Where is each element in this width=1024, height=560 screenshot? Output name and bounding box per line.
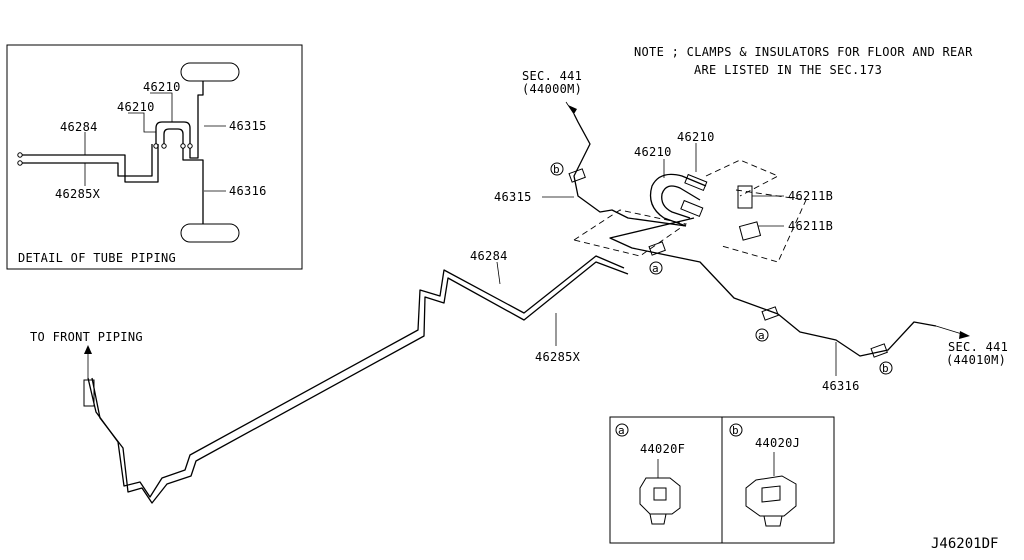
- clamp-a-left: [648, 241, 666, 256]
- bracket-46211b-bottom: [738, 221, 762, 241]
- clip-44020j-icon: [745, 475, 797, 527]
- rear-wheel-bottom: [180, 223, 240, 243]
- detail-flare-2: [161, 143, 167, 149]
- label-46315: 46315: [494, 190, 532, 204]
- parts-b-number: 44020J: [755, 436, 800, 450]
- label-46316: 46316: [822, 379, 860, 393]
- sec-441-top-label: SEC. 441: [522, 69, 582, 83]
- detail-loop-46210-inner: [163, 128, 184, 144]
- loop-46210-inner: [661, 185, 701, 219]
- detail-loop-46210-outer: [155, 121, 191, 144]
- detail-label-46315: 46315: [229, 119, 267, 133]
- detail-label-46210-mid: 46210: [117, 100, 155, 114]
- callout-a-right-text: a: [758, 329, 765, 342]
- main-tube-routing: b a a b SEC. 441 (44000M) 46210 46210 46…: [30, 69, 1008, 504]
- parts-b-marker-text: b: [732, 424, 739, 437]
- detail-tube-46285x: [22, 144, 153, 177]
- detail-label-46285x: 46285X: [55, 187, 101, 201]
- leader-detail-46210a: [150, 92, 173, 122]
- flare-nut-1: [684, 173, 708, 192]
- tube-46284-main: [87, 255, 625, 498]
- sec441-top-arrow-icon: [568, 105, 577, 114]
- callout-b-top-text: b: [553, 163, 560, 176]
- sec441-top-shaft: [565, 101, 575, 115]
- flare-nut-2: [680, 199, 704, 218]
- tube-end-left-1: [17, 152, 23, 158]
- label-46210-lower: 46210: [634, 145, 672, 159]
- dashed-region-right: [721, 189, 807, 263]
- leader-detail-46210b: [128, 112, 156, 133]
- to-front-piping-label: TO FRONT PIPING: [30, 330, 143, 344]
- label-46211b-lower: 46211B: [788, 219, 833, 233]
- detail-of-tube-piping-panel: 46210 46210 46284 46315 46285X 46316 DET…: [6, 44, 303, 270]
- detail-tube-46316: [182, 148, 204, 224]
- detail-caption: DETAIL OF TUBE PIPING: [18, 251, 176, 265]
- label-46285x: 46285X: [535, 350, 581, 364]
- parts-a-marker-text: a: [618, 424, 625, 437]
- bracket-46211b-top: [737, 185, 753, 209]
- clamp-a-right: [761, 306, 779, 321]
- callout-a-left-marker: [649, 261, 663, 275]
- dashed-region-top: [705, 159, 780, 197]
- detail-tube-46315: [189, 81, 204, 159]
- dashed-region-left: [572, 209, 688, 257]
- rear-wheel-top: [180, 62, 240, 82]
- leader-46284: [496, 261, 501, 285]
- clamp-b-top: [568, 168, 586, 183]
- tube-46285x-main: [91, 261, 629, 504]
- front-connector: [83, 379, 95, 407]
- callout-a-right-marker: [755, 328, 769, 342]
- tube-46315-main: [573, 113, 687, 227]
- clamp-parts-panel: a 44020F b 44020J: [609, 416, 835, 544]
- to-front-arrow-icon: [84, 345, 92, 354]
- loop-46210-outer: [649, 173, 707, 227]
- sec441-right-arrow-icon: [959, 331, 970, 339]
- sec-441-right-label: SEC. 441: [948, 340, 1008, 354]
- detail-label-46316: 46316: [229, 184, 267, 198]
- parts-b-marker: [729, 423, 743, 437]
- sec441-right-shaft: [935, 325, 963, 335]
- detail-tube-46284: [22, 144, 159, 183]
- detail-frame: [6, 44, 303, 270]
- callout-b-right-marker: [879, 361, 893, 375]
- clip-44020f-icon: [639, 477, 681, 525]
- label-46284: 46284: [470, 249, 508, 263]
- detail-label-46284: 46284: [60, 120, 98, 134]
- callout-b-right-text: b: [882, 362, 889, 375]
- clamp-b-right: [870, 343, 888, 358]
- detail-flare-1: [153, 143, 159, 149]
- tube-46316-main: [609, 217, 937, 357]
- sec-44000m-label: (44000M): [522, 82, 582, 96]
- note-line-1: NOTE ; CLAMPS & INSULATORS FOR FLOOR AND…: [634, 45, 973, 59]
- callout-a-left-text: a: [652, 262, 659, 275]
- parts-a-number: 44020F: [640, 442, 685, 456]
- note-line-2: ARE LISTED IN THE SEC.173: [694, 63, 882, 77]
- parts-a-marker: [615, 423, 629, 437]
- detail-flare-4: [187, 143, 193, 149]
- label-46210-upper: 46210: [677, 130, 715, 144]
- detail-label-46210-top: 46210: [143, 80, 181, 94]
- label-46211b-upper: 46211B: [788, 189, 833, 203]
- detail-flare-3: [180, 143, 186, 149]
- tube-end-left-2: [17, 160, 23, 166]
- callout-b-top-marker: [550, 162, 564, 176]
- sec-44010m-label: (44010M): [946, 353, 1006, 367]
- figure-code: J46201DF: [931, 536, 998, 552]
